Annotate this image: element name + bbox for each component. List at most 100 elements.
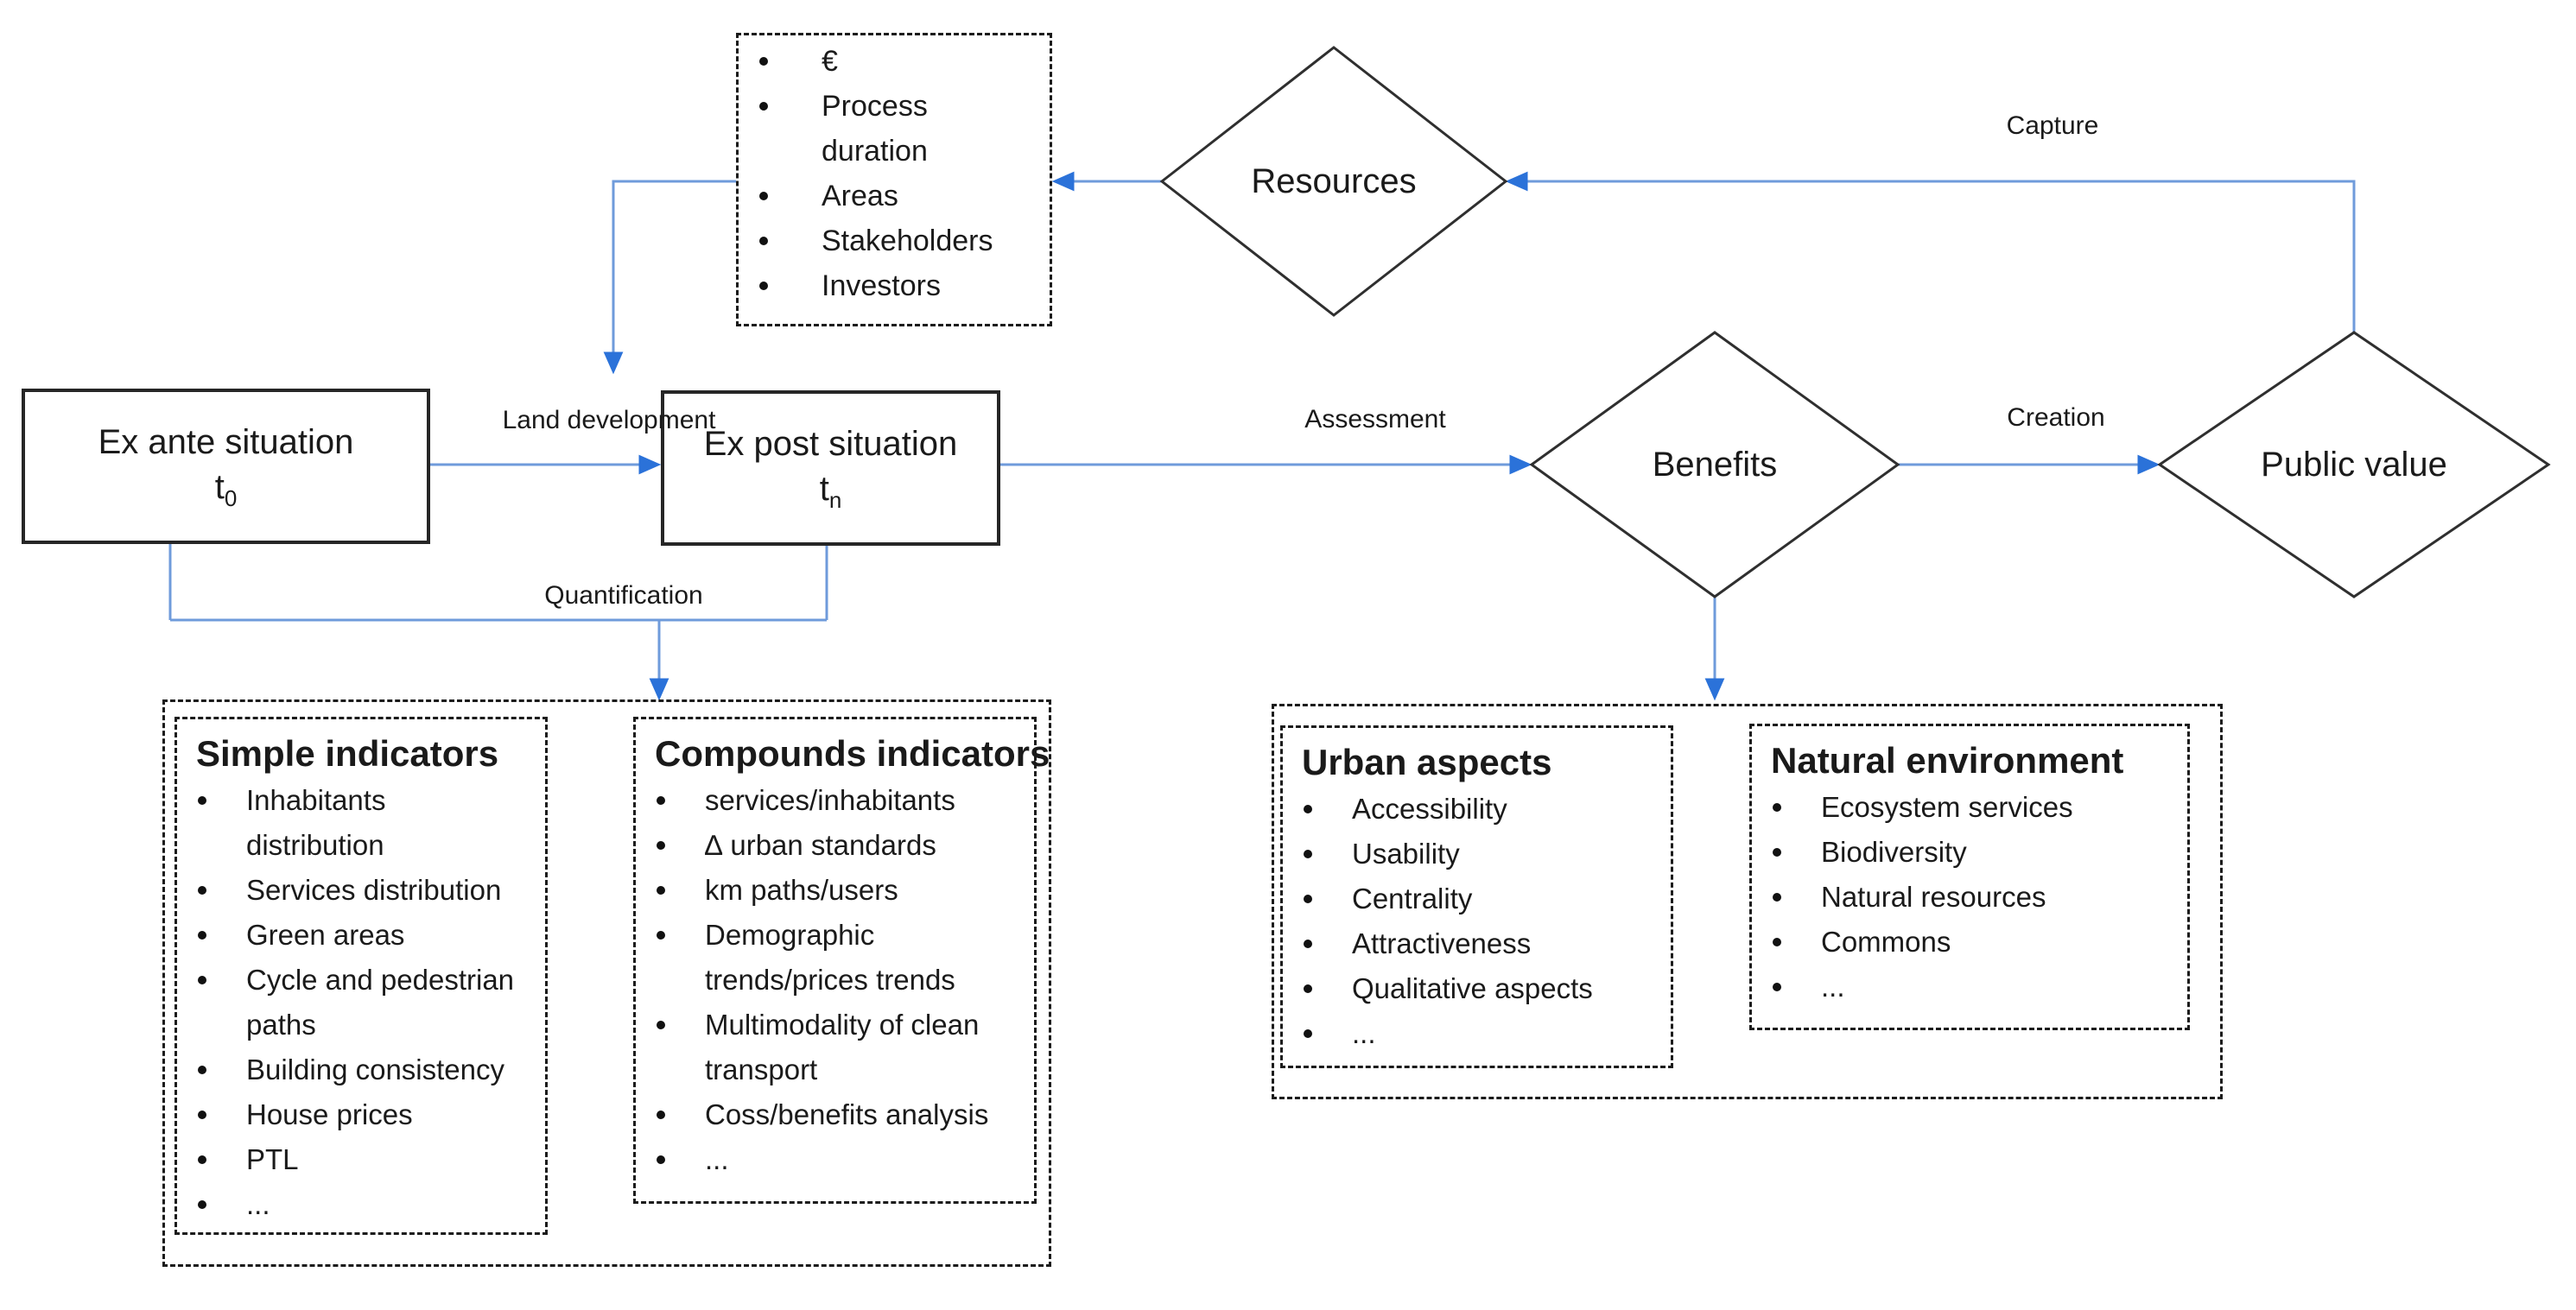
bullet-icon (1304, 895, 1312, 903)
list-item: Services distribution (198, 868, 530, 913)
list-item: Inhabitants distribution (198, 778, 530, 868)
list-item-label: Multimodality of clean transport (705, 1009, 980, 1085)
creation-label: Creation (2007, 403, 2105, 432)
list-item: Ecosystem services (1773, 785, 2172, 830)
ex-post-time-base: t (819, 469, 829, 508)
bullet-icon (1773, 983, 1781, 991)
list-item-label: Areas (822, 180, 898, 212)
list-item-label: Qualitative aspects (1352, 972, 1593, 1004)
list-item: ... (1304, 1011, 1655, 1056)
bullet-icon (1773, 803, 1781, 812)
assessment-label: Assessment (1304, 405, 1446, 434)
arrow-capture (1505, 171, 2356, 332)
bullet-icon (1304, 1029, 1312, 1038)
simple-indicators-panel: Simple indicators Inhabitants distributi… (174, 717, 548, 1235)
list-item: km paths/users (657, 868, 1018, 913)
natural-environment-title: Natural environment (1771, 740, 2124, 781)
bullet-icon (657, 841, 665, 850)
list-item: Coss/benefits analysis (657, 1092, 1018, 1137)
bullet-icon (759, 57, 768, 66)
ex-ante-time-base: t (214, 467, 225, 506)
list-item-label: Process duration (822, 90, 928, 168)
bullet-icon (1773, 848, 1781, 857)
compounds-indicators-list: services/inhabitants ∆ urban standards km … (636, 778, 1034, 1182)
bullet-icon (759, 102, 768, 111)
bullet-icon (1773, 938, 1781, 946)
list-item: ... (1773, 965, 2172, 1009)
list-item-label: services/inhabitants (705, 784, 955, 816)
ex-ante-title: Ex ante situation (98, 422, 354, 461)
list-item: ... (198, 1182, 530, 1227)
list-item-label: ... (246, 1188, 270, 1220)
list-item: Areas (759, 174, 1034, 218)
bullet-icon (198, 1066, 206, 1074)
list-item: Natural resources (1773, 875, 2172, 920)
bullet-icon (198, 1155, 206, 1164)
list-item-label: Services distribution (246, 874, 502, 906)
list-item-label: Ecosystem services (1821, 791, 2073, 823)
list-item-label: Attractiveness (1352, 927, 1532, 959)
list-item: PTL (198, 1137, 530, 1182)
list-item: House prices (198, 1092, 530, 1137)
public-value-diamond (2157, 331, 2551, 598)
bullet-icon (759, 192, 768, 200)
urban-aspects-title: Urban aspects (1302, 742, 1552, 782)
list-item-label: Green areas (246, 919, 405, 951)
list-item-label: Inhabitants distribution (246, 784, 386, 861)
ex-ante-box: Ex ante situation t0 (22, 389, 430, 544)
capture-label: Capture (2006, 111, 2099, 140)
list-item-label: House prices (246, 1098, 413, 1130)
ex-post-time-sub: n (828, 486, 842, 513)
bullet-icon (759, 282, 768, 290)
bullet-icon (1304, 984, 1312, 993)
list-item: ... (657, 1137, 1018, 1182)
list-item-label: Building consistency (246, 1054, 504, 1085)
compounds-indicators-title: Compounds indicators (655, 733, 1050, 774)
bullet-icon (657, 1021, 665, 1029)
bullet-icon (198, 931, 206, 940)
bullet-icon (1304, 850, 1312, 858)
bullet-icon (657, 931, 665, 940)
list-item: Accessibility (1304, 787, 1655, 832)
land-development-label: Land development (502, 406, 716, 434)
bullet-icon (657, 1111, 665, 1119)
list-item-label: Commons (1821, 926, 1951, 958)
list-item: Investors (759, 263, 1034, 308)
list-item: € (759, 39, 1034, 84)
list-item-label: km paths/users (705, 874, 898, 906)
list-item-label: € (822, 45, 838, 78)
list-item-label: Accessibility (1352, 793, 1507, 825)
list-item: Process duration (759, 84, 1034, 174)
compounds-indicators-panel: Compounds indicators services/inhabitant… (633, 717, 1050, 1204)
list-item: Commons (1773, 920, 2172, 965)
list-item: Demographic trends/prices trends (657, 913, 1018, 1003)
list-item: Attractiveness (1304, 921, 1655, 966)
list-item: ∆ urban standards (657, 823, 1018, 868)
list-item: Green areas (198, 913, 530, 958)
list-item-label: Demographic trends/prices trends (705, 919, 955, 996)
list-item-label: Cycle and pedestrian paths (246, 964, 515, 1041)
ex-post-time: tn (820, 466, 842, 516)
list-item-label: Coss/benefits analysis (705, 1098, 989, 1130)
bullet-icon (198, 886, 206, 895)
benefit-aspects-container (1272, 704, 2223, 1099)
list-item: Biodiversity (1773, 830, 2172, 875)
list-item-label: ... (1352, 1017, 1376, 1049)
list-item-label: Investors (822, 269, 941, 302)
list-item-label: Biodiversity (1821, 836, 1967, 868)
list-item-label: ... (705, 1143, 729, 1175)
list-item-label: ... (1821, 971, 1845, 1003)
bullet-icon (1304, 940, 1312, 948)
bullet-icon (198, 1200, 206, 1209)
bullet-icon (657, 796, 665, 805)
resources-diamond (1159, 46, 1508, 317)
bullet-icon (198, 976, 206, 984)
